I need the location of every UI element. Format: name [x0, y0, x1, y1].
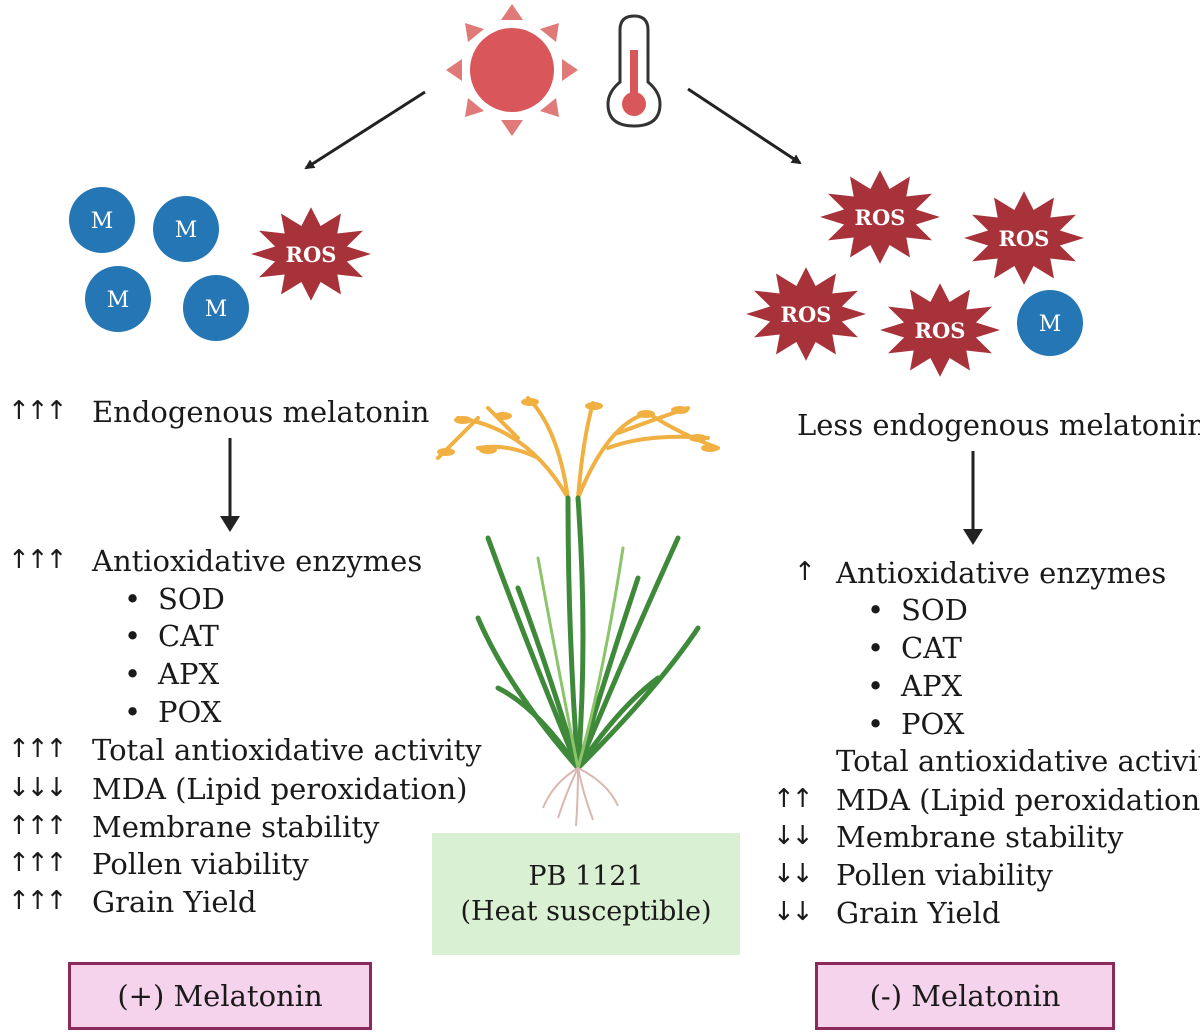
right-trait-arrows: ↓↓: [773, 821, 814, 851]
ros-label: ROS: [286, 242, 337, 267]
plus-melatonin-box: (+) Melatonin: [68, 962, 372, 1030]
minus-melatonin-box: (-) Melatonin: [815, 962, 1115, 1030]
left-melatonin-arrows: ↑↑↑: [8, 396, 67, 426]
right-enzymes-label: Antioxidative enzymes: [836, 556, 1167, 590]
thermometer-icon: [606, 14, 662, 128]
right-ros-bursts: ROS ROS ROS ROS: [746, 170, 1084, 377]
left-melatonin-labels: M M M M: [91, 209, 228, 322]
arrow-to-left: [304, 90, 426, 170]
sun-icon: [446, 4, 578, 136]
right-trait-label: Total antioxidative activity: [836, 744, 1200, 778]
right-enzyme-item: POX: [867, 710, 965, 740]
left-trait-label: Membrane stability: [92, 810, 380, 844]
right-trait-arrows: ↓↓: [773, 859, 814, 889]
left-enzyme-item: SOD: [124, 585, 225, 615]
left-trait-arrows: ↑↑↑: [8, 848, 67, 878]
molecule-label: M: [175, 218, 198, 243]
right-enzymes-arrows: ↑: [794, 557, 816, 587]
left-trait-label: MDA (Lipid peroxidation): [92, 772, 468, 806]
ros-label: ROS: [999, 226, 1050, 251]
ros-label: ROS: [855, 205, 906, 230]
left-melatonin-label: Endogenous melatonin: [92, 395, 430, 429]
minus-melatonin-label: (-) Melatonin: [869, 979, 1061, 1013]
left-trait-label: Total antioxidative activity: [92, 733, 482, 767]
ros-label: ROS: [915, 318, 966, 343]
right-trait-label: Membrane stability: [836, 820, 1124, 854]
right-enzyme-item: APX: [867, 672, 962, 702]
variety-box: PB 1121 (Heat susceptible): [432, 833, 740, 955]
molecule-label: M: [1039, 312, 1062, 337]
right-trait-label: Pollen viability: [836, 858, 1053, 892]
right-trait-label: Grain Yield: [836, 896, 1001, 930]
left-trait-arrows: ↑↑↑: [8, 734, 67, 764]
molecule-label: M: [107, 288, 130, 313]
right-trait-arrows: ↓↓: [773, 897, 814, 927]
left-melatonin-molecules: [69, 187, 249, 341]
right-melatonin-label: Less endogenous melatonin: [797, 408, 1200, 442]
right-enzyme-item: CAT: [867, 634, 962, 664]
arrow-to-right: [687, 87, 802, 165]
molecule-label: M: [205, 297, 228, 322]
ros-label: ROS: [781, 302, 832, 327]
left-flow-arrow: [220, 438, 240, 532]
right-flow-arrow: [963, 451, 983, 545]
left-enzymes-arrows: ↑↑↑: [8, 545, 67, 575]
left-trait-arrows: ↑↑↑: [8, 886, 67, 916]
left-enzyme-item: POX: [124, 698, 222, 728]
right-trait-arrows: ↑↑: [773, 784, 814, 814]
left-enzyme-item: CAT: [124, 622, 219, 652]
right-enzyme-item: SOD: [867, 596, 968, 626]
variety-name: PB 1121: [528, 860, 644, 892]
top-graphics: M M M M ROS ROS ROS ROS ROS M: [69, 4, 1084, 377]
plus-melatonin-label: (+) Melatonin: [117, 979, 323, 1013]
left-enzymes-label: Antioxidative enzymes: [92, 544, 423, 578]
left-ros-burst: ROS: [251, 207, 371, 301]
right-melatonin-molecule: M: [1017, 290, 1083, 356]
molecule-label: M: [91, 209, 114, 234]
variety-note: (Heat susceptible): [460, 896, 712, 927]
rice-plant-icon: [436, 396, 720, 827]
left-trait-arrows: ↓↓↓: [8, 773, 67, 803]
left-trait-label: Pollen viability: [92, 847, 309, 881]
left-enzyme-item: APX: [124, 660, 219, 690]
left-trait-label: Grain Yield: [92, 885, 257, 919]
right-trait-label: MDA (Lipid peroxidation): [836, 783, 1200, 817]
left-trait-arrows: ↑↑↑: [8, 811, 67, 841]
